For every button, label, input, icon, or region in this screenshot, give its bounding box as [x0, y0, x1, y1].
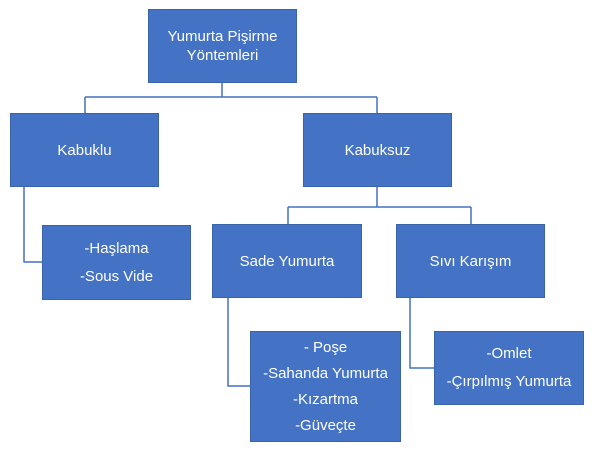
- root-node: Yumurta Pişirme Yöntemleri: [148, 9, 297, 83]
- root-node-line-1: Yumurta Pişirme: [167, 28, 278, 45]
- root-node-line-2: Yöntemleri: [186, 47, 259, 64]
- sade-yumurta-node: Sade Yumurta: [212, 224, 362, 298]
- list-item: - Poşe: [303, 338, 348, 356]
- kabuklu-node-label: Kabuklu: [57, 141, 112, 159]
- list-item: -Sous Vide: [79, 267, 154, 285]
- connector-kabuklu-to-list: [23, 187, 42, 263]
- kabuksuz-node-label: Kabuksuz: [344, 141, 411, 159]
- list-item: -Omlet: [486, 345, 532, 362]
- list-item: -Güveçte: [295, 416, 356, 434]
- sade-yumurta-node-label: Sade Yumurta: [239, 252, 335, 270]
- kabuksuz-node: Kabuksuz: [303, 113, 452, 187]
- sivi-karisim-node-label: Sıvı Karışım: [429, 252, 512, 270]
- list-item: -Çırpılmış Yumurta: [446, 373, 572, 390]
- kabuklu-node: Kabuklu: [10, 113, 159, 187]
- list-item: -Sahanda Yumurta: [263, 364, 388, 382]
- connector-kabuksuz-to-children: [287, 187, 472, 225]
- connector-sivi-to-list: [409, 298, 434, 369]
- sivi-karisim-methods-list: -Omlet -Çırpılmış Yumurta: [434, 331, 584, 405]
- sivi-karisim-node: Sıvı Karışım: [396, 224, 545, 298]
- list-item: -Kızartma: [292, 390, 358, 408]
- sade-yumurta-methods-list: - Poşe -Sahanda Yumurta -Kızartma -Güveç…: [250, 331, 401, 442]
- list-item: -Haşlama: [84, 239, 149, 257]
- connector-root-to-children: [84, 83, 378, 113]
- kabuklu-methods-list: -Haşlama -Sous Vide: [42, 225, 191, 300]
- connector-sade-to-list: [227, 298, 250, 387]
